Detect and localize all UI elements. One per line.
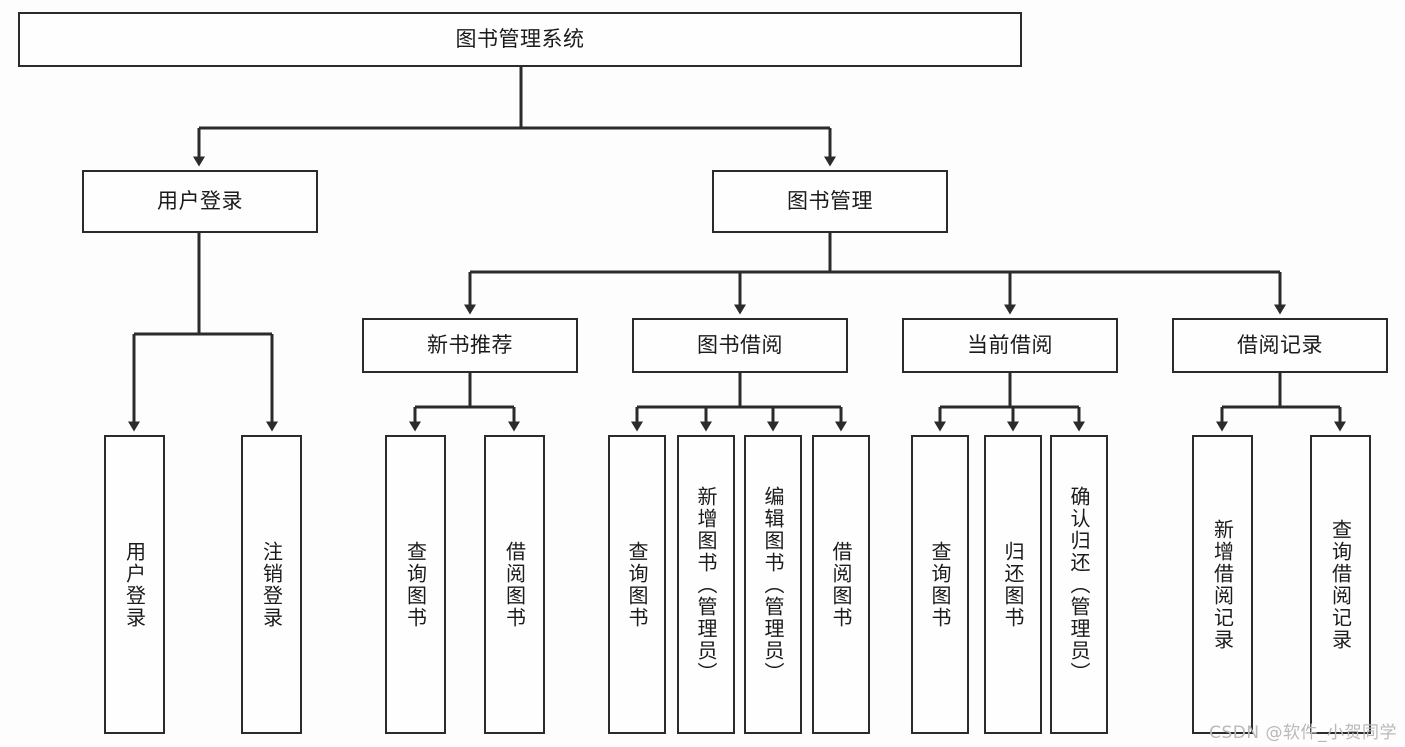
leaf-return-book[interactable]: 归还图书: [984, 435, 1042, 734]
leaf-edit-book-admin[interactable]: 编辑图书（管理员）: [744, 435, 802, 734]
node-current-borrow[interactable]: 当前借阅: [902, 318, 1118, 373]
leaf-user-logout[interactable]: 注销登录: [241, 435, 302, 734]
node-book-manage[interactable]: 图书管理: [712, 170, 948, 233]
leaf-return-book-label: 归还图书: [1001, 540, 1025, 629]
leaf-add-book-admin-label: 新增图书（管理员）: [694, 485, 718, 684]
leaf-query-book-borrow[interactable]: 查询图书: [608, 435, 666, 734]
node-current-borrow-label: 当前借阅: [967, 333, 1053, 358]
leaf-confirm-return-admin[interactable]: 确认归还（管理员）: [1050, 435, 1108, 734]
leaf-query-book-borrow-label: 查询图书: [625, 540, 649, 629]
leaf-query-borrow-record[interactable]: 查询借阅记录: [1310, 435, 1371, 734]
node-borrow-record[interactable]: 借阅记录: [1172, 318, 1388, 373]
node-user-login[interactable]: 用户登录: [82, 170, 318, 233]
leaf-user-logout-label: 注销登录: [259, 540, 284, 629]
leaf-query-borrow-record-label: 查询借阅记录: [1328, 518, 1353, 651]
leaf-user-login[interactable]: 用户登录: [104, 435, 165, 734]
leaf-query-book-cur-label: 查询图书: [928, 540, 952, 629]
leaf-add-borrow-record-label: 新增借阅记录: [1210, 518, 1235, 651]
node-borrow-record-label: 借阅记录: [1237, 333, 1323, 358]
leaf-borrow-book-rec-label: 借阅图书: [502, 540, 527, 629]
node-new-book-recommend[interactable]: 新书推荐: [362, 318, 578, 373]
leaf-borrow-book-rec[interactable]: 借阅图书: [484, 435, 545, 734]
leaf-user-login-label: 用户登录: [122, 540, 147, 629]
leaf-borrow-book-label: 借阅图书: [829, 540, 853, 629]
node-root[interactable]: 图书管理系统: [18, 12, 1022, 67]
leaf-add-borrow-record[interactable]: 新增借阅记录: [1192, 435, 1253, 734]
leaf-query-book-rec-label: 查询图书: [403, 540, 428, 629]
node-user-login-label: 用户登录: [157, 189, 243, 214]
node-new-book-recommend-label: 新书推荐: [427, 333, 513, 358]
node-root-label: 图书管理系统: [455, 27, 585, 52]
node-book-borrow-label: 图书借阅: [697, 333, 783, 358]
leaf-query-book-rec[interactable]: 查询图书: [385, 435, 446, 734]
node-book-borrow[interactable]: 图书借阅: [632, 318, 848, 373]
leaf-edit-book-admin-label: 编辑图书（管理员）: [761, 485, 785, 684]
leaf-confirm-return-admin-label: 确认归还（管理员）: [1067, 485, 1091, 684]
leaf-borrow-book[interactable]: 借阅图书: [812, 435, 870, 734]
leaf-query-book-cur[interactable]: 查询图书: [911, 435, 969, 734]
csdn-watermark: CSDN @软件_小贺同学: [1209, 723, 1397, 743]
node-book-manage-label: 图书管理: [787, 189, 873, 214]
leaf-add-book-admin[interactable]: 新增图书（管理员）: [677, 435, 735, 734]
